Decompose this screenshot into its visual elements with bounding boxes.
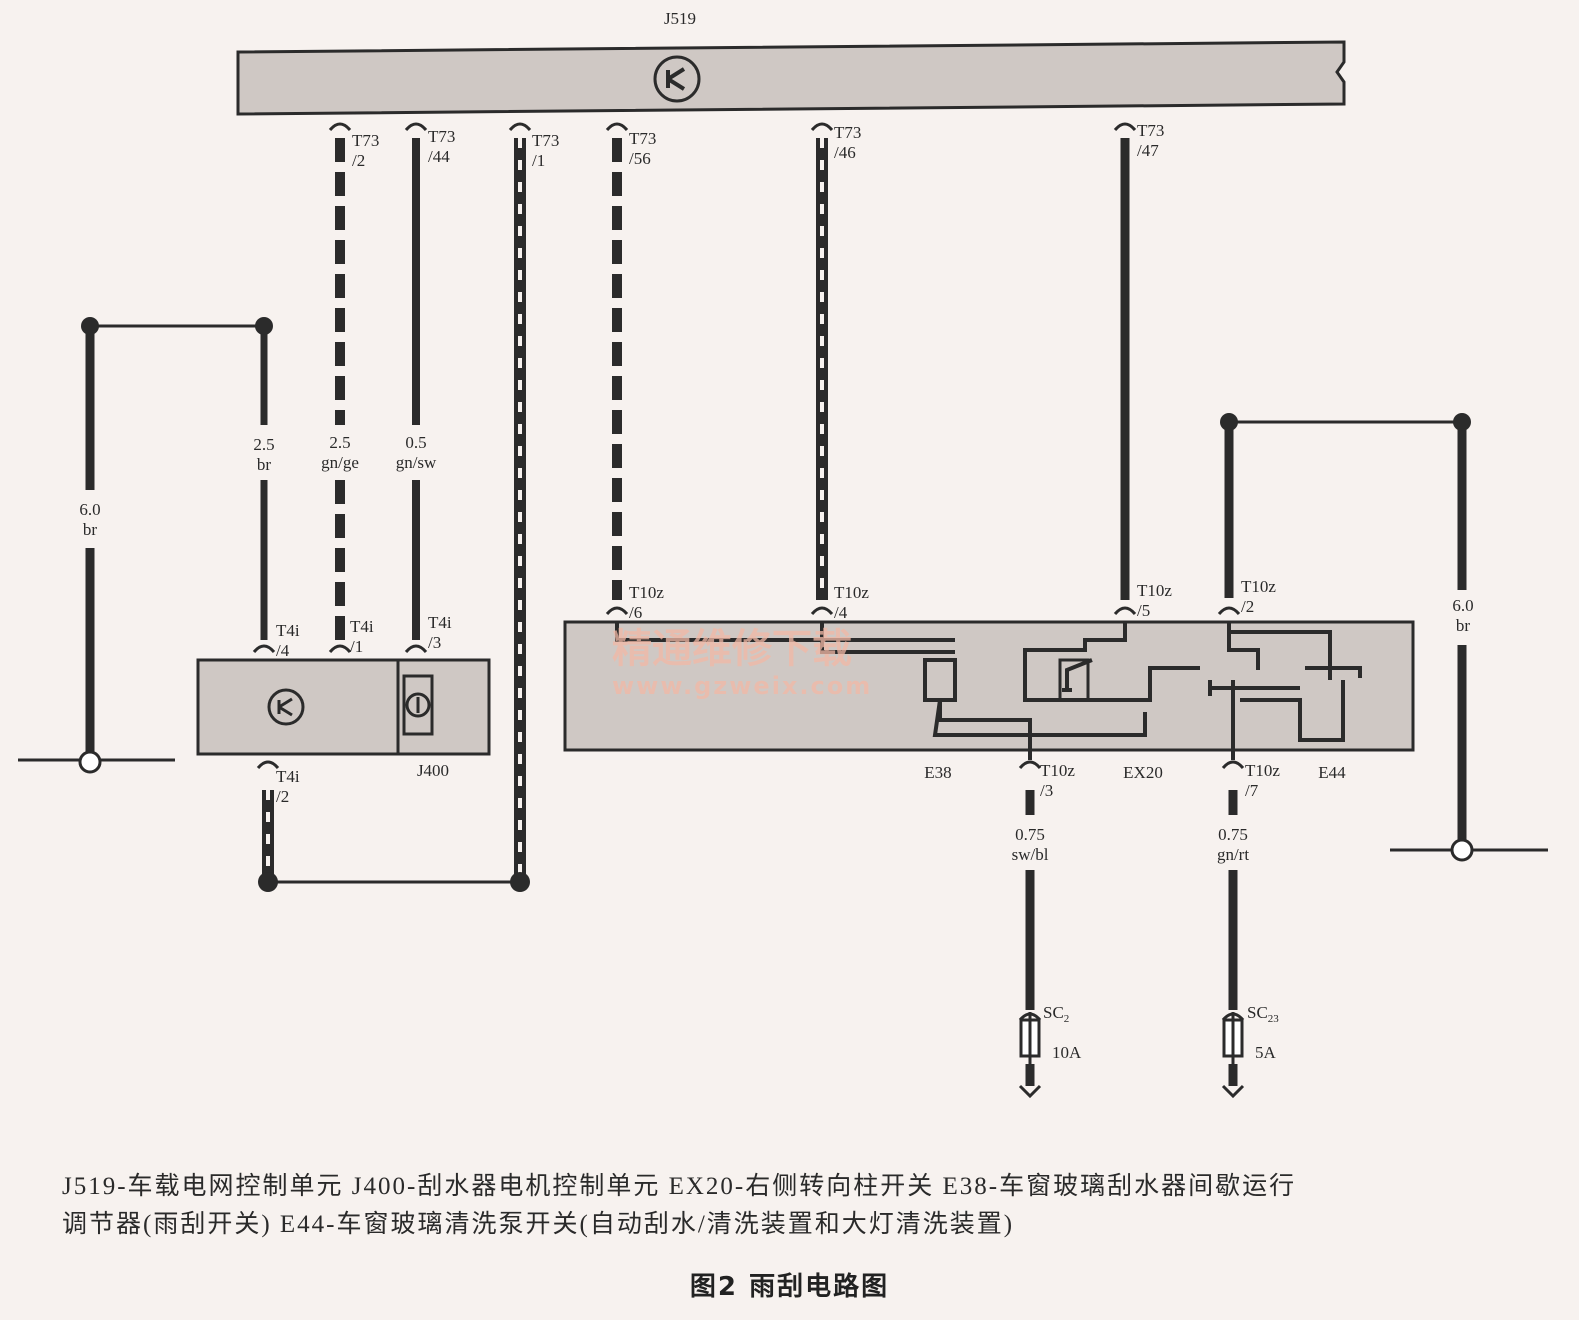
j400-module: J400 bbox=[196, 658, 491, 780]
fuse-sc23: SC23 5A bbox=[1222, 1003, 1279, 1086]
terminal-labels: T73/2 T73/44 T73/1 T73/56 T73/46 T73/47 … bbox=[276, 121, 1280, 806]
terminal-t4i-3: T4i/3 bbox=[428, 613, 452, 652]
terminal-t73-44: T73/44 bbox=[428, 127, 455, 166]
fuse-sc2-rating: 10A bbox=[1052, 1043, 1082, 1062]
j519-module: J519 bbox=[236, 9, 1346, 116]
wiper-circuit-diagram: J519 bbox=[18, 9, 1548, 1099]
legend-line-2: 调节器(雨刮开关) E44-车窗玻璃清洗泵开关(自动刮水/清洗装置和大灯清洗装置… bbox=[62, 1211, 1015, 1238]
j400-label: J400 bbox=[417, 761, 449, 780]
terminal-t73-2: T73/2 bbox=[352, 131, 379, 170]
figure-caption: 图2 雨刮电路图 bbox=[689, 1272, 890, 1302]
fuse-sc23-name: SC23 bbox=[1247, 1003, 1279, 1025]
terminal-t73-56: T73/56 bbox=[629, 129, 656, 168]
watermark-line2: www.gzweix.com bbox=[612, 672, 872, 700]
junction-dots bbox=[78, 317, 1474, 892]
terminal-t10z-2: T10z/2 bbox=[1241, 577, 1276, 616]
terminal-t73-47: T73/47 bbox=[1137, 121, 1164, 160]
control-unit-icon bbox=[653, 55, 701, 103]
j519-label: J519 bbox=[664, 9, 696, 28]
fuse-sc2-name: SC2 bbox=[1043, 1003, 1069, 1025]
terminal-t10z-4: T10z/4 bbox=[834, 583, 869, 622]
fuse-sc2: SC2 10A bbox=[1019, 1003, 1082, 1086]
wires bbox=[18, 138, 1548, 1010]
terminal-t73-46: T73/46 bbox=[834, 123, 861, 162]
terminal-t4i-2: T4i/2 bbox=[276, 767, 300, 806]
motor-icon bbox=[402, 674, 434, 736]
terminal-t4i-1: T4i/1 bbox=[350, 617, 374, 656]
watermark-line1: 精通维修下载 bbox=[612, 626, 852, 672]
terminal-t10z-6: T10z/6 bbox=[629, 583, 664, 622]
terminal-t10z-7: T10z/7 bbox=[1245, 761, 1280, 800]
connector-pins bbox=[252, 122, 1245, 1099]
control-unit-icon bbox=[267, 688, 305, 726]
steering-column-switch-module: E38 EX20 E44 bbox=[563, 620, 1415, 782]
terminal-t73-1: T73/1 bbox=[532, 131, 559, 170]
terminal-t10z-5: T10z/5 bbox=[1137, 581, 1172, 620]
terminal-t10z-3: T10z/3 bbox=[1040, 761, 1075, 800]
legend: J519-车载电网控制单元 J400-刮水器电机控制单元 EX20-右侧转向柱开… bbox=[62, 1168, 1552, 1244]
e44-label: E44 bbox=[1318, 763, 1346, 782]
e38-label: E38 bbox=[924, 763, 951, 782]
ex20-label: EX20 bbox=[1123, 763, 1163, 782]
watermark: 精通维修下载 www.gzweix.com bbox=[612, 626, 872, 700]
legend-line-1: J519-车载电网控制单元 J400-刮水器电机控制单元 EX20-右侧转向柱开… bbox=[62, 1173, 1297, 1200]
fuse-sc23-rating: 5A bbox=[1255, 1043, 1277, 1062]
terminal-t4i-4: T4i/4 bbox=[276, 621, 300, 660]
